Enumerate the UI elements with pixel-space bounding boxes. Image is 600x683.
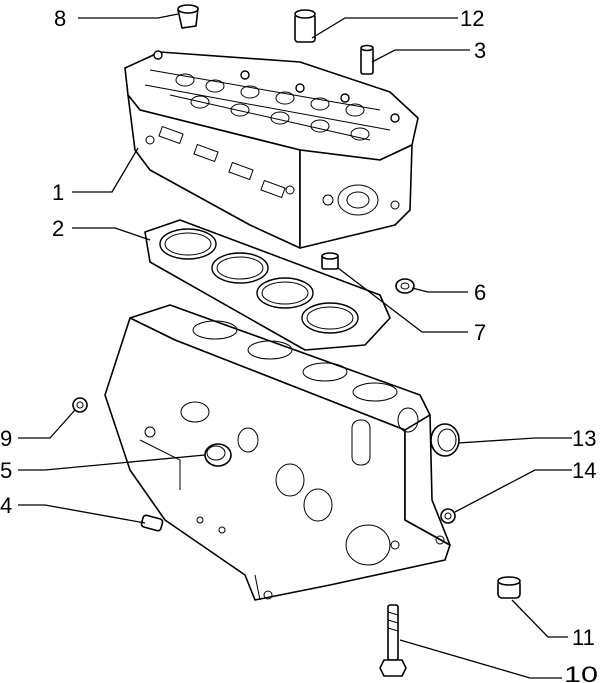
part-4-dowel: [140, 514, 164, 532]
part-5-cup: [204, 443, 232, 467]
part-7-bush: [321, 252, 339, 270]
cylinder-head: [124, 50, 419, 249]
callout-6: 6: [474, 280, 486, 305]
callout-9: 9: [0, 426, 12, 451]
part-8-plug: [177, 4, 199, 29]
part-10-bolt: [379, 604, 407, 677]
leader-lines: [18, 13, 572, 679]
part-9-plug: [72, 397, 88, 413]
part-12-cap: [294, 9, 316, 43]
callout-7: 7: [474, 320, 486, 345]
part-11-bush: [497, 576, 521, 599]
part-13-plug: [430, 423, 460, 457]
callout-14: 14: [572, 458, 596, 483]
part-3-dowel: [360, 44, 374, 75]
callout-10: 10: [564, 662, 598, 683]
head-gasket: [144, 219, 391, 351]
callout-1: 1: [52, 180, 64, 205]
callout-labels: 8 12 3 1 2 6 7 9 5 4 13 14 11 10: [0, 6, 598, 683]
callout-12: 12: [460, 6, 484, 31]
callout-8: 8: [54, 6, 66, 31]
callout-4: 4: [0, 493, 12, 518]
part-14-plug: [440, 508, 456, 524]
callout-5: 5: [0, 458, 12, 483]
callout-11: 11: [572, 625, 595, 650]
cylinder-block: [104, 304, 451, 601]
callout-2: 2: [52, 216, 64, 241]
part-6-plug: [395, 278, 415, 294]
callout-13: 13: [572, 426, 596, 451]
callout-3: 3: [474, 38, 486, 63]
